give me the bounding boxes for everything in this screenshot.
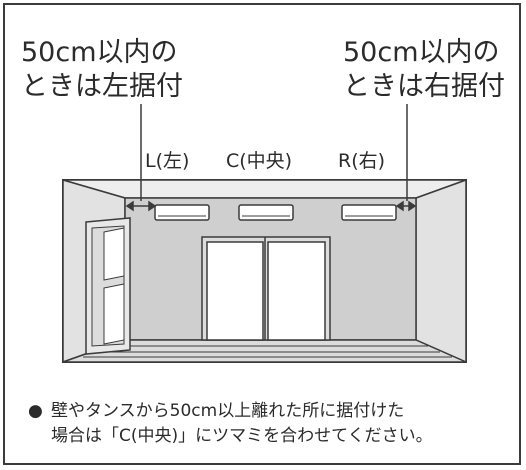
position-label-right: R(右): [338, 150, 386, 172]
bullet-icon: ●: [28, 401, 43, 421]
position-label-left: L(左): [145, 150, 190, 172]
air-conditioner-center: [238, 204, 294, 221]
air-conditioner-left: [154, 204, 210, 221]
air-conditioner-right: [341, 204, 397, 221]
open-door: [85, 217, 131, 355]
right-note-line1: 50cm以内の: [343, 37, 500, 68]
left-note-line1: 50cm以内の: [21, 37, 178, 68]
position-label-center: C(中央): [226, 150, 293, 172]
sliding-door: [201, 236, 331, 341]
left-distance-arrow: [125, 200, 157, 212]
footnote-line1: 壁やタンスから50cm以上離れた所に据付けた: [51, 401, 405, 421]
ceiling: [62, 179, 467, 199]
right-wall: [415, 178, 467, 364]
right-note-line2: ときは右据付: [343, 71, 505, 102]
right-distance-arrow: [395, 200, 417, 212]
footnote-line2: 場合は「C(中央)」にツマミを合わせてください。: [51, 426, 433, 446]
left-note-line2: ときは左据付: [21, 71, 183, 102]
